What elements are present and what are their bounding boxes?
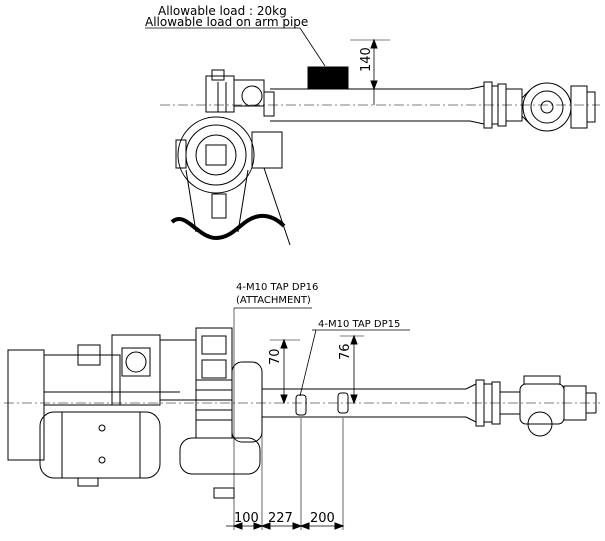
- turret: [43, 334, 197, 406]
- tap2-label: 4-M10 TAP DP15: [318, 319, 400, 330]
- base-motor: [7, 349, 161, 487]
- dim-76: 76: [338, 343, 353, 360]
- lower-arm: [185, 167, 291, 246]
- dim-70: 70: [268, 348, 283, 365]
- dim-227: 227: [268, 511, 293, 526]
- shoulder-motors: [179, 327, 263, 499]
- forearm-housing: [205, 69, 275, 117]
- dim-140: 140: [359, 47, 374, 72]
- tap1-line2: (ATTACHMENT): [236, 295, 311, 306]
- load-block: [307, 66, 349, 90]
- tap1-line1: 4-M10 TAP DP16: [236, 282, 318, 293]
- wrist-top: [519, 375, 597, 437]
- side-view: [145, 27, 600, 246]
- load-note-line1: Allowable load : 20kg: [158, 4, 287, 18]
- dim-100: 100: [234, 511, 259, 526]
- arm-pipe-top: [262, 379, 521, 427]
- top-view: [4, 307, 600, 530]
- elbow-joint: [175, 116, 283, 194]
- dim-200: 200: [310, 511, 335, 526]
- wrist-unit: [521, 82, 596, 132]
- arm-pipe: [270, 81, 523, 129]
- load-note-line2: Allowable load on arm pipe: [145, 15, 308, 29]
